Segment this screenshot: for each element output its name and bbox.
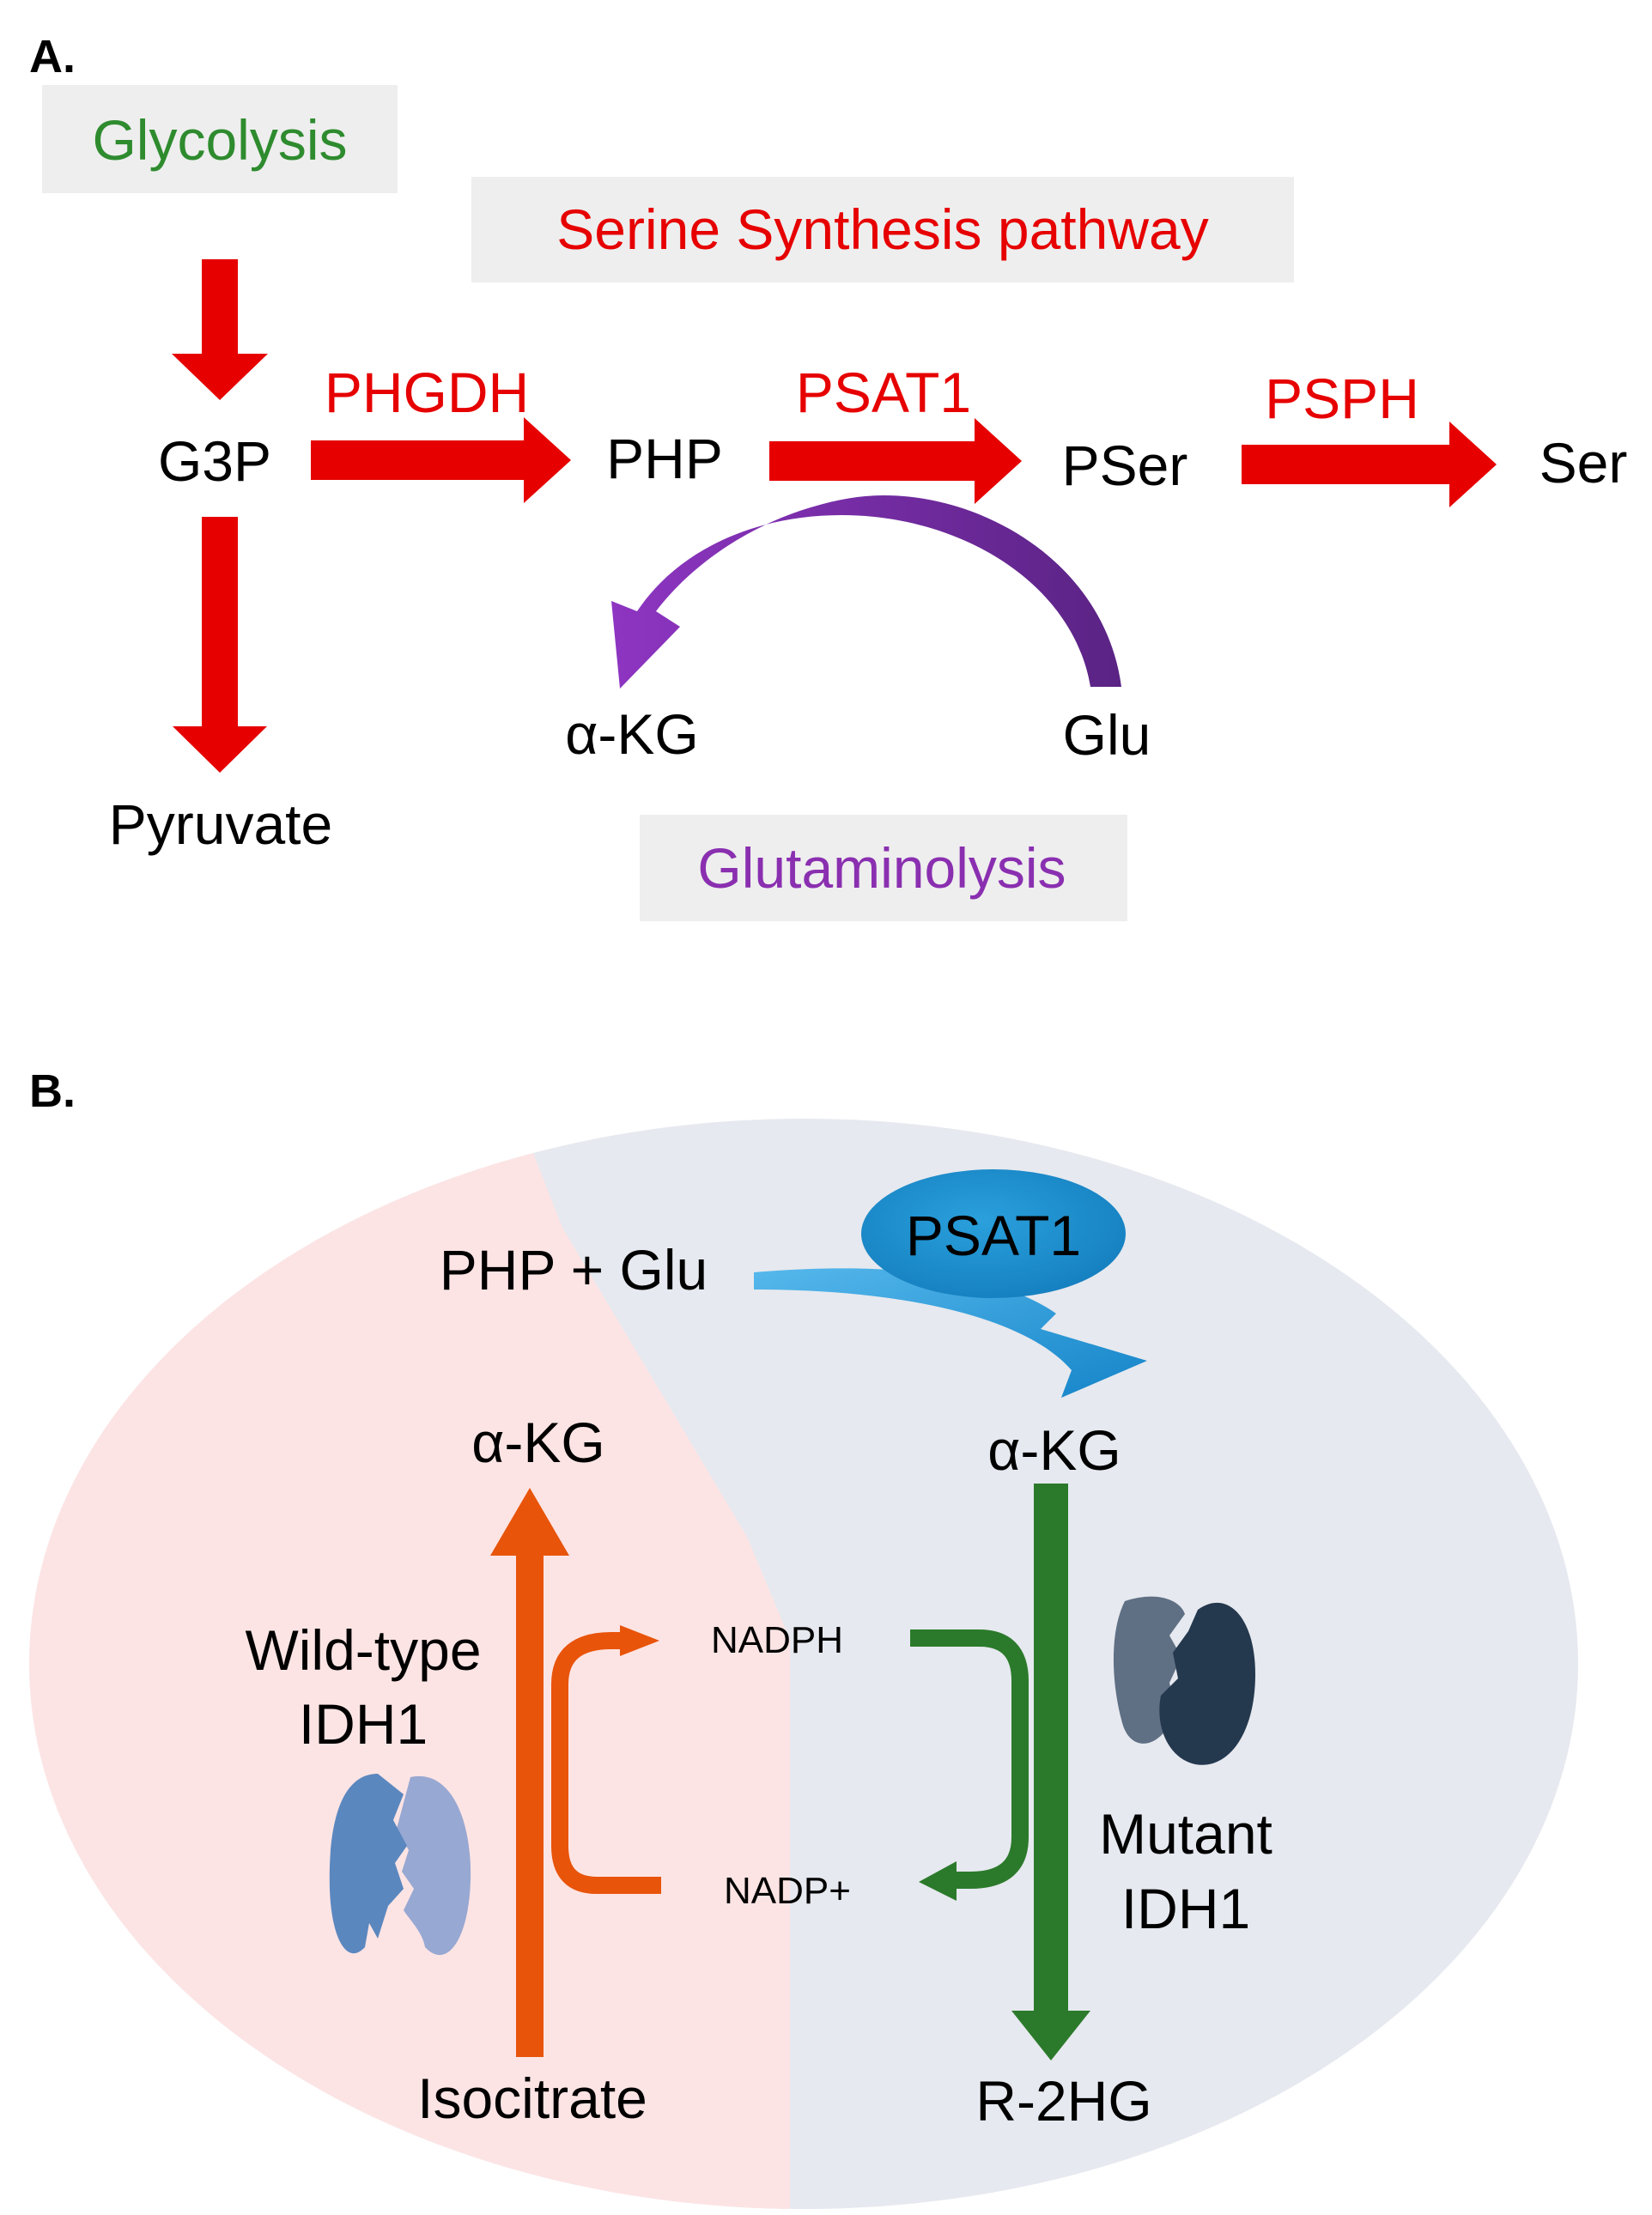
psat1-enzyme-oval (861, 1169, 1126, 1298)
akg-mutant: α-KG (987, 1418, 1121, 1482)
metabolite-pser: PSer (1062, 434, 1188, 497)
arrow-g3p-to-pyruvate (173, 517, 267, 773)
metabolite-glu-a: Glu (1063, 703, 1151, 767)
wild-type-label-line1: Wild-type (245, 1618, 481, 1682)
wild-type-idh1-protein-icon (329, 1774, 471, 1956)
glycolysis-label: Glycolysis (92, 108, 347, 172)
metabolite-g3p: G3P (158, 429, 271, 493)
arrow-pser-to-ser (1242, 422, 1497, 507)
nadph-label: NADPH (711, 1619, 843, 1661)
mutant-idh1-protein-icon (1113, 1596, 1255, 1765)
metabolite-php: PHP (606, 427, 723, 490)
serine-pathway-label: Serine Synthesis pathway (556, 197, 1208, 261)
mutant-label-line2: IDH1 (1121, 1877, 1250, 1940)
arrow-php-to-pser (769, 418, 1022, 504)
panel-a-label: A. (29, 31, 76, 82)
r2hg-label: R-2HG (975, 2069, 1151, 2133)
enzyme-psat1: PSAT1 (796, 361, 971, 424)
cell (29, 1119, 1578, 2209)
metabolite-ser: Ser (1540, 431, 1628, 495)
mutant-label-line1: Mutant (1099, 1802, 1272, 1866)
arrow-nadph-head (620, 1625, 659, 1656)
enzyme-psph: PSPH (1265, 367, 1419, 430)
nadp-plus-label: NADP+ (724, 1870, 851, 1912)
isocitrate-label: Isocitrate (417, 2066, 647, 2130)
panel-b-label: B. (29, 1065, 76, 1117)
wild-type-label-line2: IDH1 (299, 1692, 428, 1756)
arrow-nadph-to-nadp (910, 1629, 1029, 1889)
wild-type-zone (29, 1119, 790, 2209)
arrow-isocitrate-to-akg (490, 1488, 569, 2057)
arrow-g3p-to-php (311, 417, 571, 503)
php-plus-glu: PHP + Glu (440, 1238, 708, 1302)
arrow-nadp-head (919, 1861, 957, 1901)
metabolite-pyruvate: Pyruvate (109, 792, 332, 856)
metabolite-akg-a: α-KG (565, 702, 699, 766)
arrow-nadp-to-nadph (551, 1632, 661, 1894)
glutaminolysis-label: Glutaminolysis (697, 836, 1066, 900)
arrow-glycolysis-to-g3p (172, 259, 268, 400)
arrow-glu-to-akg (611, 495, 1121, 689)
enzyme-phgdh: PHGDH (325, 361, 529, 424)
akg-wild-type: α-KG (471, 1411, 605, 1474)
serine-pathway-label-box (471, 177, 1294, 282)
glycolysis-label-box (42, 85, 398, 193)
arrow-akg-to-r2hg (1011, 1484, 1090, 2060)
glutaminolysis-label-box (640, 815, 1127, 921)
psat1-enzyme-label: PSAT1 (906, 1204, 1081, 1267)
